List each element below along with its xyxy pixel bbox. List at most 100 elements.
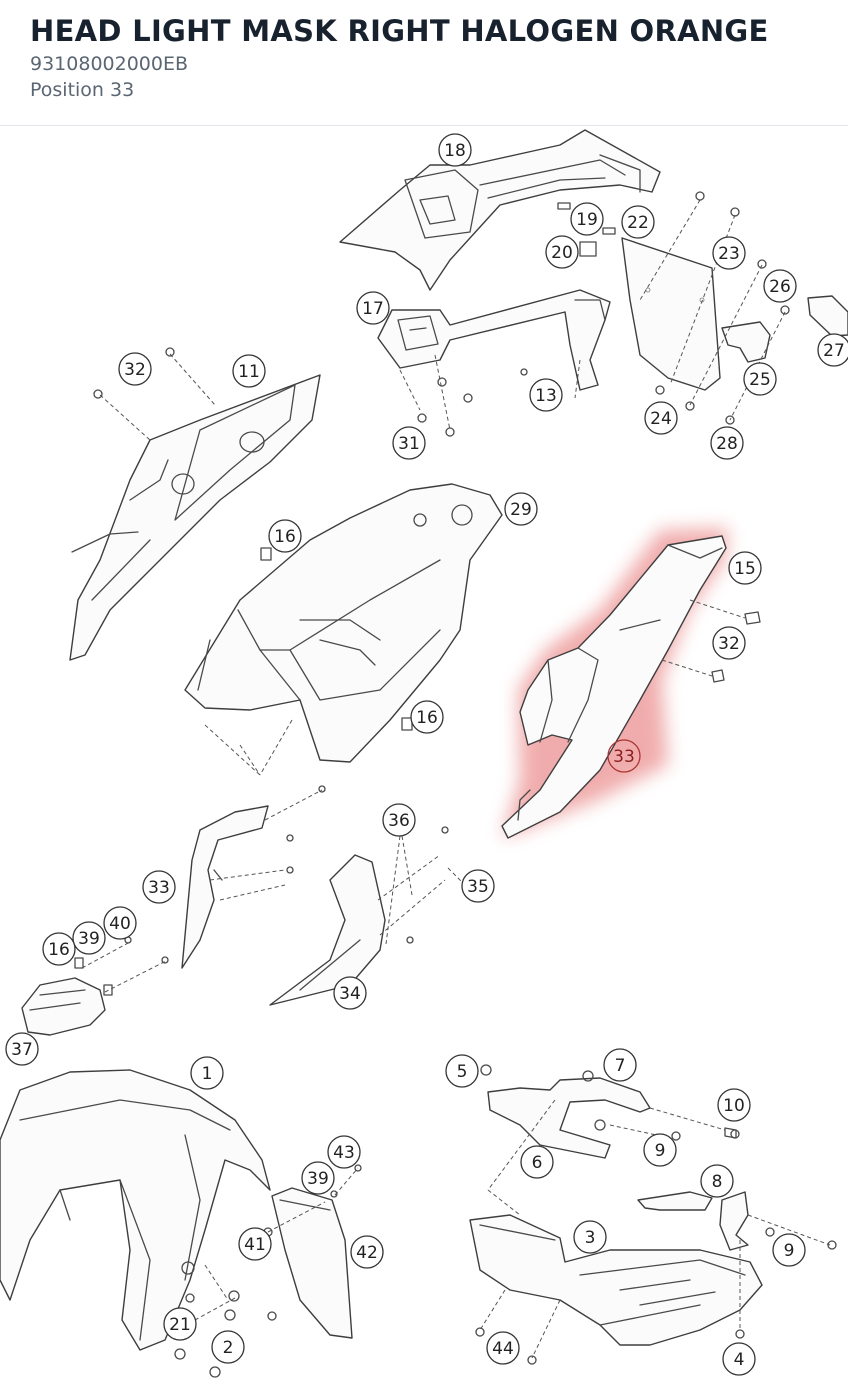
- callout-3[interactable]: 3: [573, 1220, 607, 1254]
- part-33-headlight-mask-right[interactable]: [501, 535, 761, 839]
- callout-number: 3: [585, 1228, 596, 1248]
- callout-6[interactable]: 6: [520, 1145, 554, 1179]
- callout-24[interactable]: 24: [644, 401, 678, 435]
- callout-19[interactable]: 19: [570, 202, 604, 236]
- callout-circle: [504, 492, 538, 526]
- part-27-side-reflector[interactable]: [807, 295, 848, 337]
- callout-circle: [743, 362, 777, 396]
- part-3-engine-guard[interactable]: [469, 1214, 763, 1359]
- callout-39[interactable]: 39: [72, 921, 106, 955]
- callout-number: 35: [467, 877, 489, 897]
- callout-circle: [190, 1056, 224, 1090]
- callout-11[interactable]: 11: [232, 354, 266, 388]
- part-11-side-cover-left[interactable]: [69, 374, 321, 661]
- callout-number: 26: [769, 277, 791, 297]
- callout-29[interactable]: 29: [504, 492, 538, 526]
- callout-33[interactable]: 33: [142, 870, 176, 904]
- callout-number: 34: [339, 984, 361, 1004]
- callout-circle: [72, 921, 106, 955]
- callout-number: 15: [734, 559, 756, 579]
- callout-1[interactable]: 1: [190, 1056, 224, 1090]
- callout-2[interactable]: 2: [211, 1330, 245, 1364]
- callout-number: 33: [148, 878, 170, 898]
- callout-5[interactable]: 5: [445, 1054, 479, 1088]
- part-header: HEAD LIGHT MASK RIGHT HALOGEN ORANGE 931…: [0, 0, 848, 126]
- callout-32[interactable]: 32: [118, 352, 152, 386]
- callout-41[interactable]: 41: [238, 1227, 272, 1261]
- callout-number: 8: [712, 1172, 723, 1192]
- callout-16[interactable]: 16: [268, 519, 302, 553]
- part-25-reflector-bracket[interactable]: [721, 321, 771, 363]
- callout-number: 9: [655, 1141, 666, 1161]
- callout-22[interactable]: 22: [621, 205, 655, 239]
- callout-21[interactable]: 21: [163, 1307, 197, 1341]
- callout-25[interactable]: 25: [743, 362, 777, 396]
- callout-circle: [211, 1330, 245, 1364]
- callout-4[interactable]: 4: [722, 1342, 756, 1376]
- callout-circle: [763, 269, 797, 303]
- callout-17[interactable]: 17: [356, 291, 390, 325]
- callout-18[interactable]: 18: [438, 133, 472, 167]
- part-6-bracket[interactable]: [487, 1077, 737, 1159]
- callout-16[interactable]: 16: [410, 700, 444, 734]
- callout-43[interactable]: 43: [327, 1135, 361, 1169]
- callout-9[interactable]: 9: [772, 1233, 806, 1267]
- callout-circle: [103, 906, 137, 940]
- callout-number: 44: [492, 1339, 514, 1359]
- diagram-svg[interactable]: 1819222023261727251324312832112916153216…: [0, 127, 848, 1390]
- part-1-front-mudguard[interactable]: [0, 1069, 271, 1351]
- callout-31[interactable]: 31: [392, 426, 426, 460]
- callout-number: 32: [718, 634, 740, 654]
- callout-circle: [520, 1145, 554, 1179]
- part-33-headlight-mask-left[interactable]: [181, 789, 323, 969]
- callout-circle: [573, 1220, 607, 1254]
- part-42-mudguard-extension[interactable]: [271, 1187, 353, 1339]
- callout-32[interactable]: 32: [712, 626, 746, 660]
- part-number: 93108002000EB: [30, 53, 189, 75]
- callout-circle: [570, 202, 604, 236]
- callout-15[interactable]: 15: [728, 551, 762, 585]
- callout-40[interactable]: 40: [103, 906, 137, 940]
- callout-circle: [603, 1048, 637, 1082]
- callout-36[interactable]: 36: [382, 803, 416, 837]
- part-title: HEAD LIGHT MASK RIGHT HALOGEN ORANGE: [30, 14, 769, 48]
- callout-number: 36: [388, 811, 410, 831]
- callout-23[interactable]: 23: [712, 236, 746, 270]
- part-37-headlight[interactable]: [21, 941, 169, 1036]
- callout-33-selected[interactable]: 33: [607, 739, 641, 773]
- callout-number: 29: [510, 500, 532, 520]
- callout-34[interactable]: 34: [333, 976, 367, 1010]
- callout-9[interactable]: 9: [643, 1133, 677, 1167]
- callout-circle: [238, 1227, 272, 1261]
- callout-circle: [461, 869, 495, 903]
- callout-circle: [545, 235, 579, 269]
- part-8-bracket[interactable]: [637, 1191, 831, 1251]
- callout-circle: [232, 354, 266, 388]
- callout-39[interactable]: 39: [301, 1161, 335, 1195]
- callout-number: 40: [109, 914, 131, 934]
- part-34-headlight-cover[interactable]: [269, 854, 446, 1006]
- part-29-rear-seat-cowl[interactable]: [184, 483, 503, 763]
- callout-35[interactable]: 35: [461, 869, 495, 903]
- callout-number: 16: [274, 527, 296, 547]
- part-17-rear-bracket[interactable]: [377, 289, 611, 391]
- callout-42[interactable]: 42: [350, 1235, 384, 1269]
- callout-number: 9: [784, 1241, 795, 1261]
- part-22-number-plate-holder[interactable]: [621, 237, 721, 391]
- callout-circle: [722, 1342, 756, 1376]
- callout-37[interactable]: 37: [5, 1032, 39, 1066]
- callout-16[interactable]: 16: [42, 932, 76, 966]
- callout-number: 4: [734, 1350, 745, 1370]
- callout-44[interactable]: 44: [486, 1331, 520, 1365]
- callout-13[interactable]: 13: [529, 378, 563, 412]
- callout-7[interactable]: 7: [603, 1048, 637, 1082]
- callout-28[interactable]: 28: [710, 426, 744, 460]
- part-18-luggage-carrier[interactable]: [339, 129, 661, 291]
- callout-8[interactable]: 8: [700, 1164, 734, 1198]
- callout-26[interactable]: 26: [763, 269, 797, 303]
- callout-20[interactable]: 20: [545, 235, 579, 269]
- callout-10[interactable]: 10: [717, 1088, 751, 1122]
- callout-27[interactable]: 27: [817, 333, 848, 367]
